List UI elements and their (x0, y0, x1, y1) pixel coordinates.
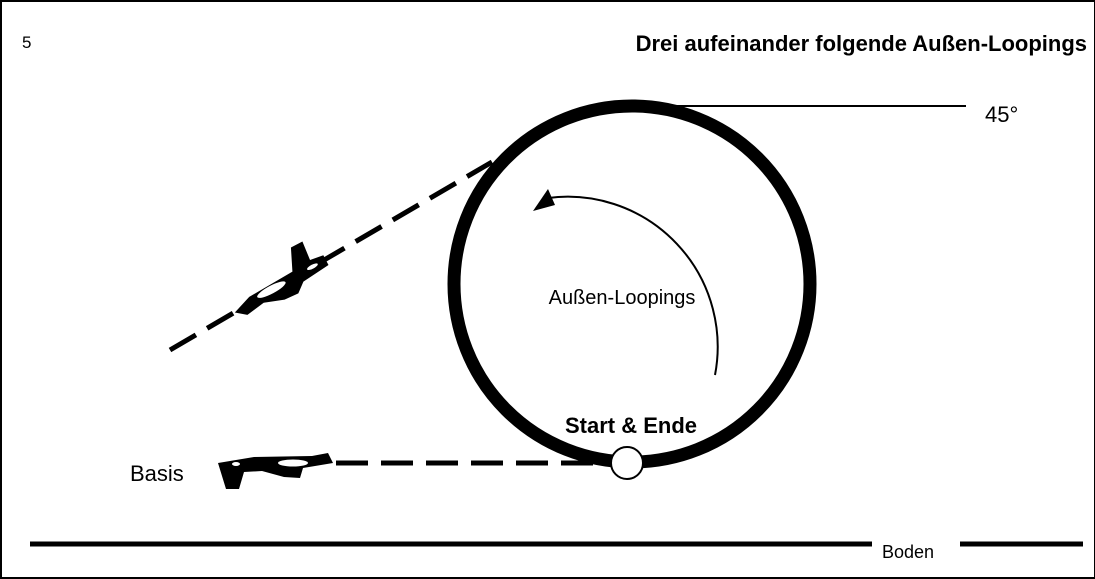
loop-circle (447, 99, 817, 469)
page-number: 5 (22, 33, 31, 52)
base-label: Basis (130, 461, 184, 486)
start-end-label: Start & Ende (565, 413, 697, 438)
diagram-title: Drei aufeinander folgende Außen-Loopings (636, 31, 1087, 56)
start-end-marker (610, 446, 644, 480)
airplane-icon (218, 453, 333, 489)
loop-label: Außen-Loopings (549, 287, 696, 309)
airplane-icon (234, 241, 329, 315)
ground-label: Boden (882, 542, 934, 562)
angle-label: 45° (985, 102, 1018, 127)
entry-dashed-line (168, 159, 494, 353)
direction-arrow-icon (533, 189, 555, 211)
direction-arc (547, 195, 719, 376)
